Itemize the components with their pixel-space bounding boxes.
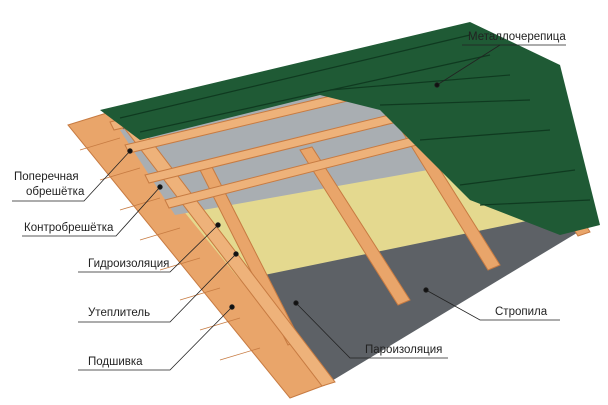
soffit-board-lines xyxy=(79,137,261,361)
label-counter-batten: Контробрешётка xyxy=(24,222,114,234)
label-soffit: Подшивка xyxy=(88,356,143,368)
label-cross-batten-line2: обрешётка xyxy=(26,186,85,198)
tile-ridges xyxy=(119,34,591,206)
label-waterproofing: Гидроизоляция xyxy=(88,258,170,270)
label-insulation: Утеплитель xyxy=(88,307,151,319)
label-vapour-barrier: Пароизоляция xyxy=(365,344,443,356)
label-rafters: Стропила xyxy=(495,306,548,318)
leader-lines xyxy=(12,44,566,371)
label-metal-tile: Металлочерепица xyxy=(468,31,566,43)
metal-tile-roofing xyxy=(100,22,600,235)
label-cross-batten-line1: Поперечная xyxy=(14,171,79,183)
